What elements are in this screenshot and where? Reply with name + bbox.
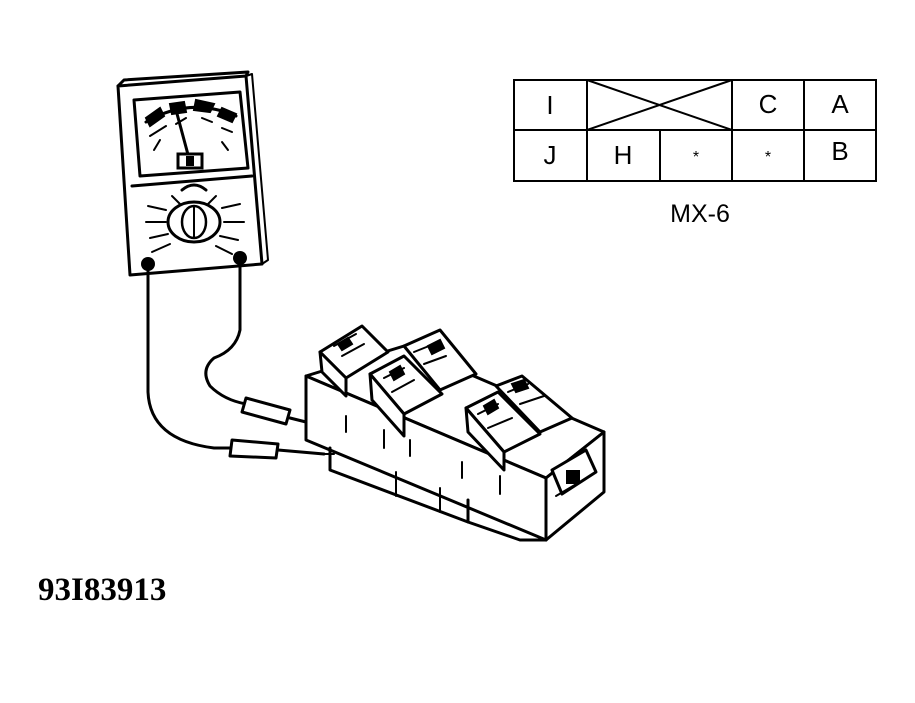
pin-label-star-1: *: [693, 149, 699, 166]
test-lead-left: [146, 268, 335, 460]
pin-label-J: J: [544, 140, 557, 170]
pin-label-A: A: [831, 89, 849, 119]
pin-label-B: B: [831, 136, 848, 166]
pin-label-I: I: [546, 90, 553, 120]
blank-cavity-cross: [586, 79, 733, 131]
connector-caption: MX-6: [670, 200, 730, 228]
pin-label-star-2: *: [765, 149, 771, 166]
pin-label-C: C: [759, 89, 778, 119]
ohmmeter-icon: [116, 70, 269, 277]
figure-id: 93I83913: [38, 572, 166, 608]
pin-label-H: H: [614, 140, 633, 170]
connector-pin-chart: I C A J H * * B: [513, 79, 877, 182]
window-switch-icon: [304, 324, 606, 542]
